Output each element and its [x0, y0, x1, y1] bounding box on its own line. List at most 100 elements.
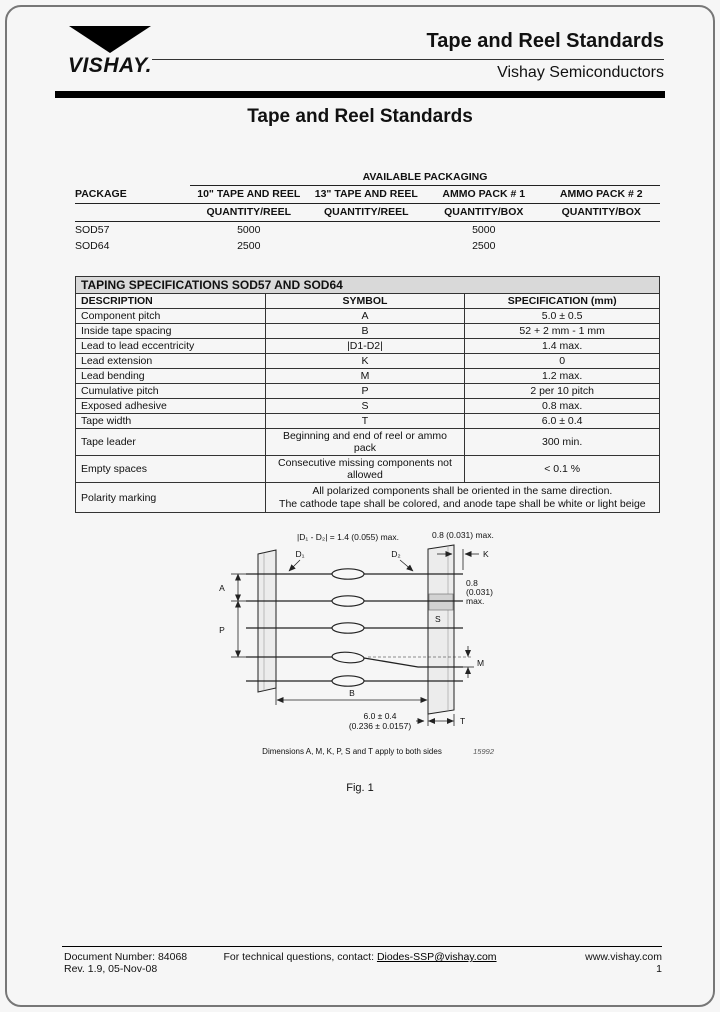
spec-row-lead-eccentricity: Lead to lead eccentricity |D1-D2| 1.4 ma… [75, 338, 660, 354]
spec-description: Exposed adhesive [75, 398, 266, 414]
figure-1: |D₁ - D₂| = 1.4 (0.055) max. 0.8 (0.031)… [118, 526, 602, 775]
spec-description: Cumulative pitch [75, 383, 266, 399]
spec-value: 52 + 2 mm - 1 mm [464, 323, 660, 339]
left-tape-strip [257, 549, 277, 693]
packaging-subheader-row: QUANTITY/REEL QUANTITY/REEL QUANTITY/BOX… [75, 204, 660, 222]
spec-row-component-pitch: Component pitch A 5.0 ± 0.5 [75, 308, 660, 324]
vishay-logo: VISHAY. [64, 26, 156, 78]
spec-row-lead-extension: Lead extension K 0 [75, 353, 660, 369]
contact-email-link[interactable]: Diodes-SSP@vishay.com [376, 951, 497, 963]
packaging-header-row: PACKAGE 10" TAPE AND REEL 13" TAPE AND R… [75, 186, 660, 204]
footer-document-number: Document Number: 84068 [64, 951, 188, 963]
footer-page-number: 1 [656, 963, 662, 975]
taping-table-title: TAPING SPECIFICATIONS SOD57 AND SOD64 [75, 276, 660, 294]
fig-label-d2: D₂ [391, 549, 400, 559]
spec-row-polarity-marking: Polarity marking All polarized component… [75, 482, 661, 513]
spec-value: 1.4 max. [464, 338, 660, 354]
col-header-package: PACKAGE [75, 188, 127, 200]
spec-description: Tape leader [75, 428, 266, 456]
tape-diagram: |D₁ - D₂| = 1.4 (0.055) max. 0.8 (0.031)… [219, 530, 495, 756]
package-name: SOD64 [75, 240, 110, 252]
col-header-ammo-pack-2: AMMO PACK # 2 [559, 188, 643, 200]
subheader-qty-reel-13: QUANTITY/REEL [323, 206, 409, 218]
spec-description: Empty spaces [75, 455, 266, 483]
spec-description: Lead extension [75, 353, 266, 369]
fig-label-b: B [349, 688, 355, 698]
spec-value: 0 [464, 353, 660, 369]
dimension-lines [231, 549, 479, 726]
spec-description: Polarity marking [75, 482, 266, 513]
footer-revision: Rev. 1.9, 05-Nov-08 [64, 963, 158, 975]
qty-value: 2500 [237, 240, 261, 252]
fig-label-t-val2: (0.236 ± 0.0157) [349, 721, 411, 731]
taping-header-row: DESCRIPTION SYMBOL SPECIFICATION (mm) [75, 293, 660, 309]
packaging-row-sod57: SOD57 5000 5000 [75, 222, 660, 238]
fig-label-k-max: 0.8 (0.031) max. [432, 530, 494, 540]
col-header-10in-reel: 10" TAPE AND REEL [197, 188, 301, 200]
fig-label-t-val1: 6.0 ± 0.4 [363, 711, 396, 721]
spec-symbol: |D1-D2| [264, 338, 466, 354]
fig-label-s-val3: max. [466, 596, 484, 606]
vishay-logo-text: VISHAY. [67, 54, 153, 77]
spec-symbol: A [264, 308, 466, 324]
spec-row-exposed-adhesive: Exposed adhesive S 0.8 max. [75, 398, 660, 414]
adhesive-strip [428, 593, 454, 611]
available-packaging-table: AVAILABLE PACKAGING PACKAGE 10" TAPE AND… [75, 171, 660, 254]
qty-value: 5000 [472, 224, 496, 236]
spec-row-lead-bending: Lead bending M 1.2 max. [75, 368, 660, 384]
fig-label-d1: D₁ [295, 549, 304, 559]
fig-drawing-number: 15992 [473, 747, 495, 756]
fig-label-s-val2: (0.031) [466, 587, 493, 597]
footer-contact: For technical questions, contact: Diodes… [0, 951, 720, 963]
spec-symbol: T [264, 413, 466, 429]
spec-symbol: K [264, 353, 466, 369]
spec-value: < 0.1 % [464, 455, 660, 483]
qty-value [308, 240, 426, 252]
polarity-text-cell: All polarized components shall be orient… [264, 482, 661, 513]
spec-row-tape-leader: Tape leader Beginning and end of reel or… [75, 428, 660, 456]
fig-label-d-formula: |D₁ - D₂| = 1.4 (0.055) max. [297, 532, 399, 542]
hdr-symbol: SYMBOL [264, 293, 466, 309]
component-bodies [331, 568, 365, 687]
col-header-13in-reel: 13" TAPE AND REEL [314, 188, 418, 200]
polarity-line2: The cathode tape shall be colored, and a… [279, 497, 646, 510]
footer-rule [62, 946, 662, 947]
taping-specifications-table: TAPING SPECIFICATIONS SOD57 AND SOD64 DE… [75, 276, 661, 513]
vishay-triangle-icon [69, 26, 151, 53]
subheader-qty-box-1: QUANTITY/BOX [444, 206, 524, 218]
packaging-section-title: AVAILABLE PACKAGING [190, 171, 660, 186]
empty-cell [75, 206, 190, 218]
hdr-description: DESCRIPTION [75, 293, 266, 309]
spec-description: Lead to lead eccentricity [75, 338, 266, 354]
header-rule [152, 59, 664, 60]
col-header-ammo-pack-1: AMMO PACK # 1 [442, 188, 526, 200]
subheader-qty-reel-10: QUANTITY/REEL [206, 206, 292, 218]
fig-label-p: P [219, 625, 225, 635]
contact-label: For technical questions, contact: [223, 951, 375, 963]
spec-value: 0.8 max. [464, 398, 660, 414]
figure-caption: Fig. 1 [346, 782, 374, 794]
packaging-row-sod64: SOD64 2500 2500 [75, 238, 660, 254]
spec-value: 300 min. [464, 428, 660, 456]
qty-value [543, 224, 661, 236]
spec-value: 1.2 max. [464, 368, 660, 384]
spec-row-empty-spaces: Empty spaces Consecutive missing compone… [75, 455, 660, 483]
document-title: Tape and Reel Standards [426, 30, 664, 52]
brand-subtitle: Vishay Semiconductors [497, 64, 664, 81]
qty-value: 5000 [237, 224, 261, 236]
fig-note: Dimensions A, M, K, P, S and T apply to … [262, 747, 442, 756]
page-title: Tape and Reel Standards [247, 106, 473, 127]
spec-description: Inside tape spacing [75, 323, 266, 339]
fig-label-s: S [435, 614, 441, 624]
subheader-qty-box-2: QUANTITY/BOX [561, 206, 641, 218]
spec-description: Lead bending [75, 368, 266, 384]
spec-value: 6.0 ± 0.4 [464, 413, 660, 429]
spec-symbol: M [264, 368, 466, 384]
fig-label-m: M [477, 658, 484, 668]
package-name: SOD57 [75, 224, 110, 236]
spec-description: Tape width [75, 413, 266, 429]
fig-label-s-val1: 0.8 [466, 578, 478, 588]
spec-row-inside-tape-spacing: Inside tape spacing B 52 + 2 mm - 1 mm [75, 323, 660, 339]
qty-value [308, 224, 426, 236]
footer-website-link[interactable]: www.vishay.com [585, 951, 662, 963]
